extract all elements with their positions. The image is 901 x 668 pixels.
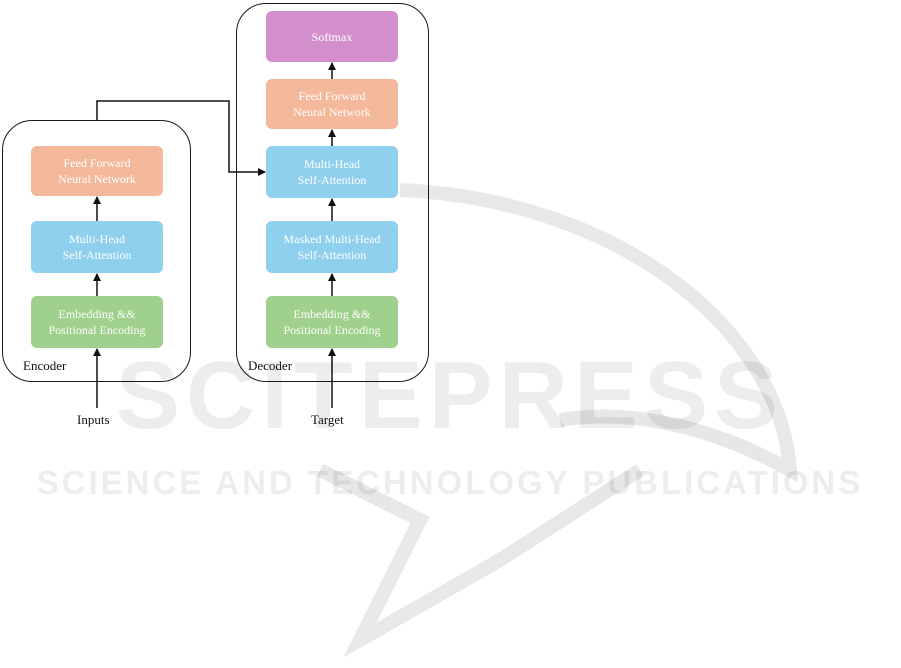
decoder-cross-attention-block: Multi-Head Self-Attention xyxy=(266,146,398,198)
decoder-embedding-block: Embedding && Positional Encoding xyxy=(266,296,398,348)
encoder-embedding-block: Embedding && Positional Encoding xyxy=(31,296,163,348)
decoder-label: Decoder xyxy=(248,358,292,374)
decoder-softmax-block: Softmax xyxy=(266,11,398,62)
watermark-tagline: SCIENCE AND TECHNOLOGY PUBLICATIONS xyxy=(37,464,864,501)
decoder-feed-forward-block: Feed Forward Neural Network xyxy=(266,79,398,129)
encoder-label: Encoder xyxy=(23,358,66,374)
encoder-inputs-label: Inputs xyxy=(77,412,110,428)
decoder-masked-attention-block: Masked Multi-Head Self-Attention xyxy=(266,221,398,273)
encoder-attention-block: Multi-Head Self-Attention xyxy=(31,221,163,273)
watermark-brand: SCITEPRESS xyxy=(116,342,784,449)
decoder-target-label: Target xyxy=(311,412,344,428)
encoder-feed-forward-block: Feed Forward Neural Network xyxy=(31,146,163,196)
